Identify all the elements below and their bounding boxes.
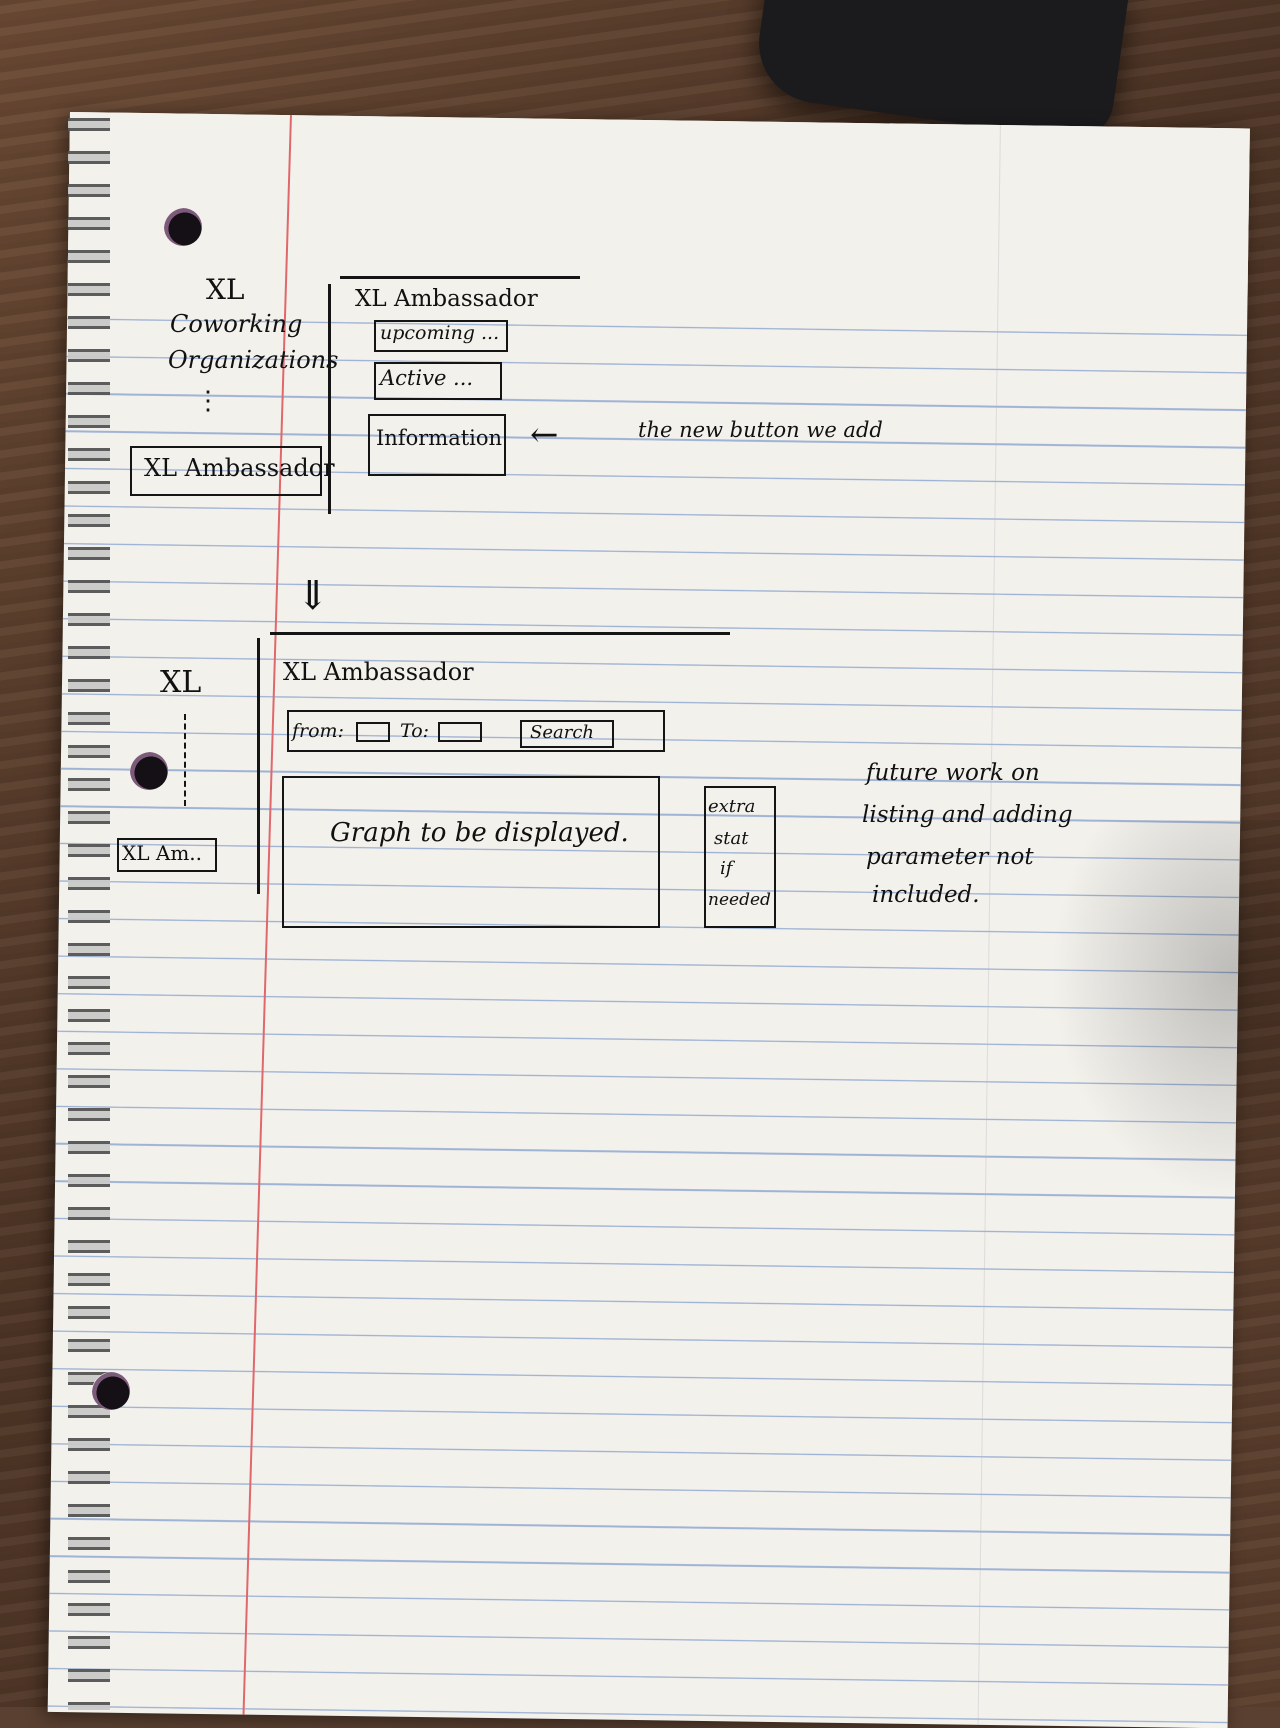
bottom-search-label: Search [530,722,594,743]
bottom-stat-line-2: stat [714,828,749,849]
bottom-panel-left-line [257,638,260,894]
bottom-annotation-line-1: future work on [866,760,1040,786]
bottom-stat-line-3: if [720,858,733,879]
punch-hole-bottom [92,1372,130,1410]
bottom-to-field [438,722,482,742]
bottom-stat-line-1: extra [708,796,756,817]
top-active-label: Active ... [380,366,474,390]
spiral-binding [58,110,118,1710]
top-panel-top-line [340,276,580,279]
top-information-label: Information [376,426,503,450]
top-information-button [368,414,506,476]
top-sidebar-brand: XL [206,273,245,306]
bottom-stat-line-4: needed [708,890,771,910]
top-sidebar-selected-box [130,446,322,496]
down-arrow-icon: ⇓ [296,573,330,619]
bottom-stat-panel [704,786,776,928]
punch-hole-middle [130,752,168,790]
top-panel-left-line [328,284,331,514]
top-upcoming-label: upcoming ... [380,322,500,344]
top-sidebar-coworking: Coworking [170,310,303,338]
hand-shadow [1050,820,1280,1200]
bottom-sidebar-selected-label: XL Am.. [122,841,202,865]
bottom-to-label: To: [400,720,430,742]
bottom-panel-top-line [270,632,730,635]
top-panel-title: XL Ambassador [355,286,538,312]
top-sidebar-organizations: Organizations [168,346,339,374]
left-arrow-icon: ← [530,415,559,455]
top-sidebar-selected-label: XL Ambassador [144,454,335,482]
top-annotation: the new button we add [638,418,883,442]
punch-hole-top [164,208,202,246]
bottom-sidebar-selected-box [117,838,217,872]
bottom-from-label: from: [292,720,344,742]
bottom-panel-title: XL Ambassador [283,658,474,686]
top-sidebar-ellipsis: ⋮ [195,386,221,416]
bottom-sidebar-brand: XL [160,665,202,700]
bottom-graph-area [282,776,660,928]
bottom-graph-placeholder: Graph to be displayed. [330,818,629,848]
top-active-button [374,362,502,400]
top-upcoming-button [374,320,508,352]
bottom-filter-bar [287,710,665,752]
bottom-annotation-line-4: included. [872,882,980,908]
bottom-search-button [520,720,614,748]
bottom-sidebar-dots [184,714,186,806]
bottom-annotation-line-3: parameter not [866,844,1034,870]
bottom-annotation-line-2: listing and adding [862,802,1073,828]
bottom-from-field [356,722,390,742]
